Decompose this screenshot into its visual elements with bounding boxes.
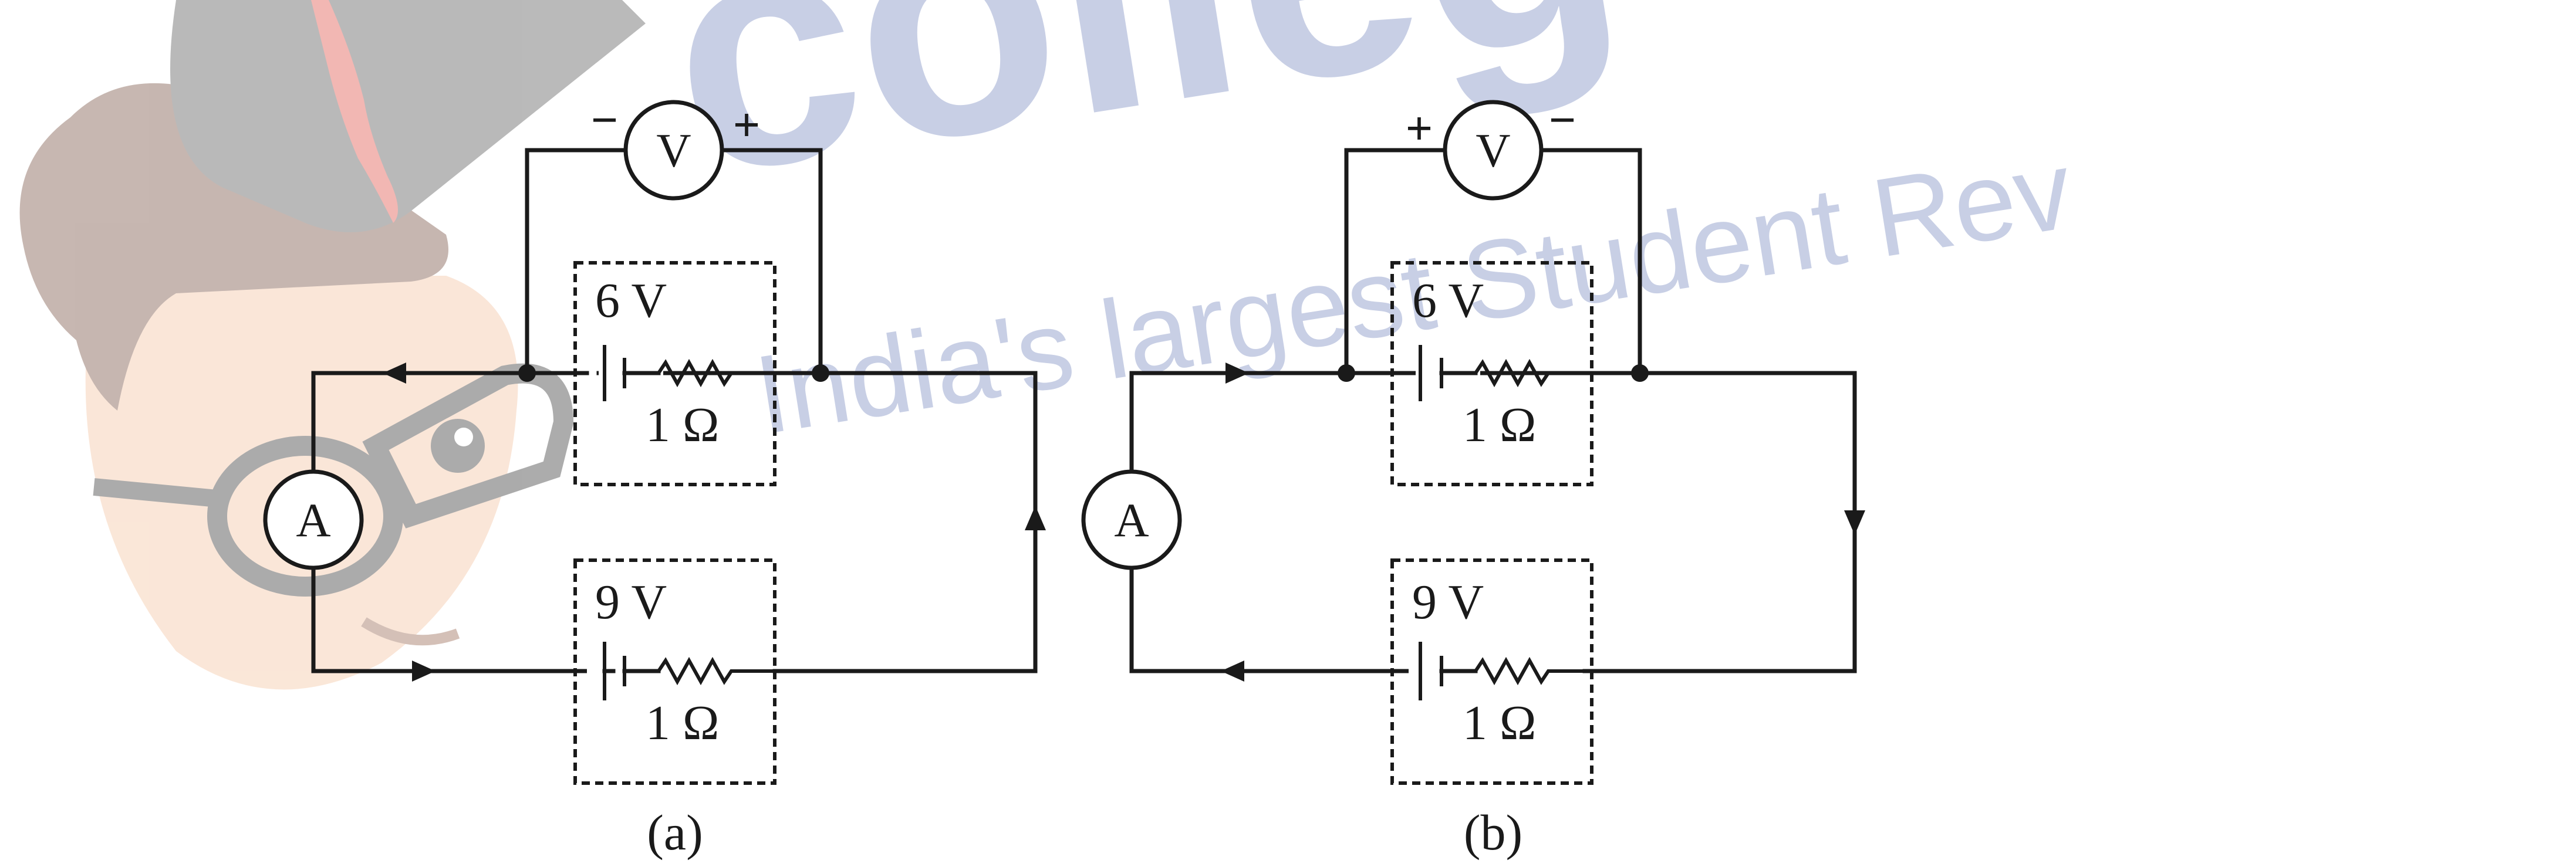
circuit-b-cell-top-resistance: 1 Ω xyxy=(1463,398,1536,452)
circuit-b-arrow-bottom-left xyxy=(1221,661,1244,682)
circuit-b-cell-bottom-resistance: 1 Ω xyxy=(1463,696,1536,750)
circuit-b-cell-top-resistor xyxy=(1474,358,1640,388)
mascot-cap xyxy=(170,0,646,232)
circuit-a-ammeter-label: A xyxy=(296,493,330,547)
circuit-a-voltmeter-negative-sign: − xyxy=(591,93,619,147)
circuit-b-cell-bottom-resistor xyxy=(1474,656,1585,686)
circuit-b-voltmeter-label: V xyxy=(1476,124,1510,177)
circuit-a-ammeter xyxy=(263,469,364,570)
circuit-b-arrow-top-right xyxy=(1225,363,1249,384)
circuit-b-junction-right xyxy=(1631,364,1649,382)
circuit-a: V − + A 6 V 1 Ω 9 V 1 Ω (a) xyxy=(263,93,1046,861)
circuit-b-cell-bottom-emf: 9 V xyxy=(1412,575,1484,629)
circuit-b-arrow-right-down xyxy=(1844,510,1865,535)
mascot-eye xyxy=(431,419,485,473)
graduate-cartoon-mascot xyxy=(19,0,646,690)
circuit-a-cell-bottom-resistance: 1 Ω xyxy=(646,696,719,750)
circuit-a-voltmeter-label: V xyxy=(656,124,691,177)
circuit-a-voltmeter-positive-sign: + xyxy=(733,98,761,151)
circuit-a-cell-bottom-emf: 9 V xyxy=(595,575,667,629)
circuit-a-junction-left xyxy=(518,364,536,382)
circuit-b-voltmeter-positive-sign: + xyxy=(1406,101,1433,155)
circuit-a-voltmeter xyxy=(623,100,724,201)
circuit-a-arrow-top-left xyxy=(383,363,406,384)
circuit-b-cell-bottom-box xyxy=(1390,558,1593,785)
circuit-a-arrow-bottom-right xyxy=(412,661,435,682)
circuit-b-ammeter xyxy=(1081,469,1182,570)
circuit-a-cell-top-resistor xyxy=(657,358,821,388)
circuit-b-junction-left xyxy=(1338,364,1355,382)
circuit-a-arrow-right-up xyxy=(1025,506,1046,530)
circuit-a-voltmeter-wire xyxy=(525,148,823,375)
circuit-b: V + − A 6 V 1 Ω 9 V 1 Ω (b) xyxy=(1081,93,1865,861)
circuit-b-cell-top-emf: 6 V xyxy=(1412,273,1484,328)
circuit-a-cell-top-emf: 6 V xyxy=(595,273,667,328)
circuit-b-ammeter-label: A xyxy=(1114,493,1149,547)
circuit-a-cell-top-resistance: 1 Ω xyxy=(646,398,719,452)
circuit-b-voltmeter-wire xyxy=(1344,148,1642,375)
circuit-b-voltmeter-negative-sign: − xyxy=(1549,93,1576,147)
circuit-a-cell-bottom-resistor xyxy=(657,656,775,686)
circuit-b-caption: (b) xyxy=(1464,804,1522,861)
circuit-a-junction-right xyxy=(812,364,829,382)
circuit-b-voltmeter xyxy=(1443,100,1544,201)
mascot-hair xyxy=(19,48,449,411)
circuit-a-caption: (a) xyxy=(647,804,703,861)
mascot-mouth xyxy=(361,617,460,646)
mascot-tassel xyxy=(311,0,398,223)
